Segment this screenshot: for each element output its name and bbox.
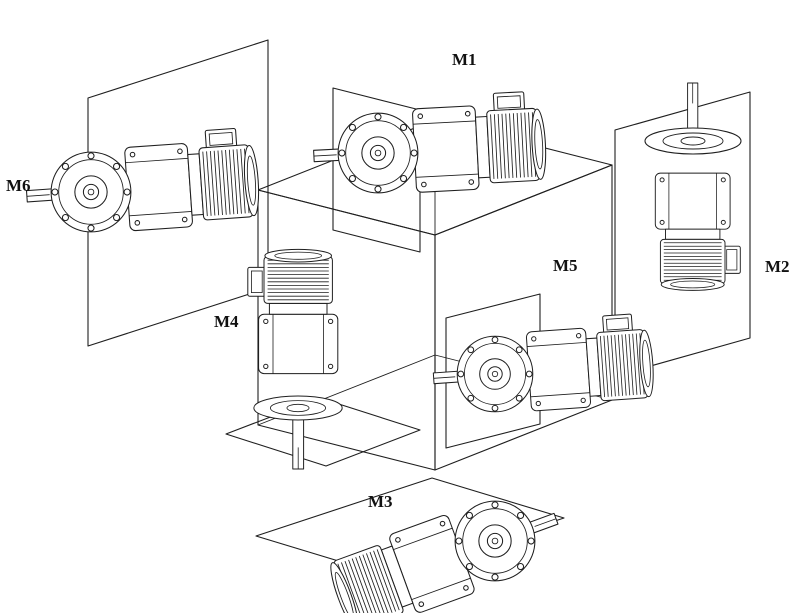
gearmotor-m4-figure [247,248,343,470]
label-m3: M3 [368,492,393,511]
panel-m2 [614,91,751,377]
gearmotor-m6-figure [22,126,262,239]
label-m4: M4 [214,312,239,331]
gearmotor-m2-figure [644,82,742,291]
label-m6: M6 [6,176,31,195]
label-m1: M1 [452,50,477,69]
gearmotor-m3-figure [323,478,575,613]
mounting-plate-m5 [445,293,541,449]
label-m5: M5 [553,256,578,275]
mounting-plate-m1 [332,87,421,253]
label-m2: M2 [765,257,790,276]
gearmotor-m1-figure [310,87,549,253]
gearmotor-m5-figure [429,293,657,449]
